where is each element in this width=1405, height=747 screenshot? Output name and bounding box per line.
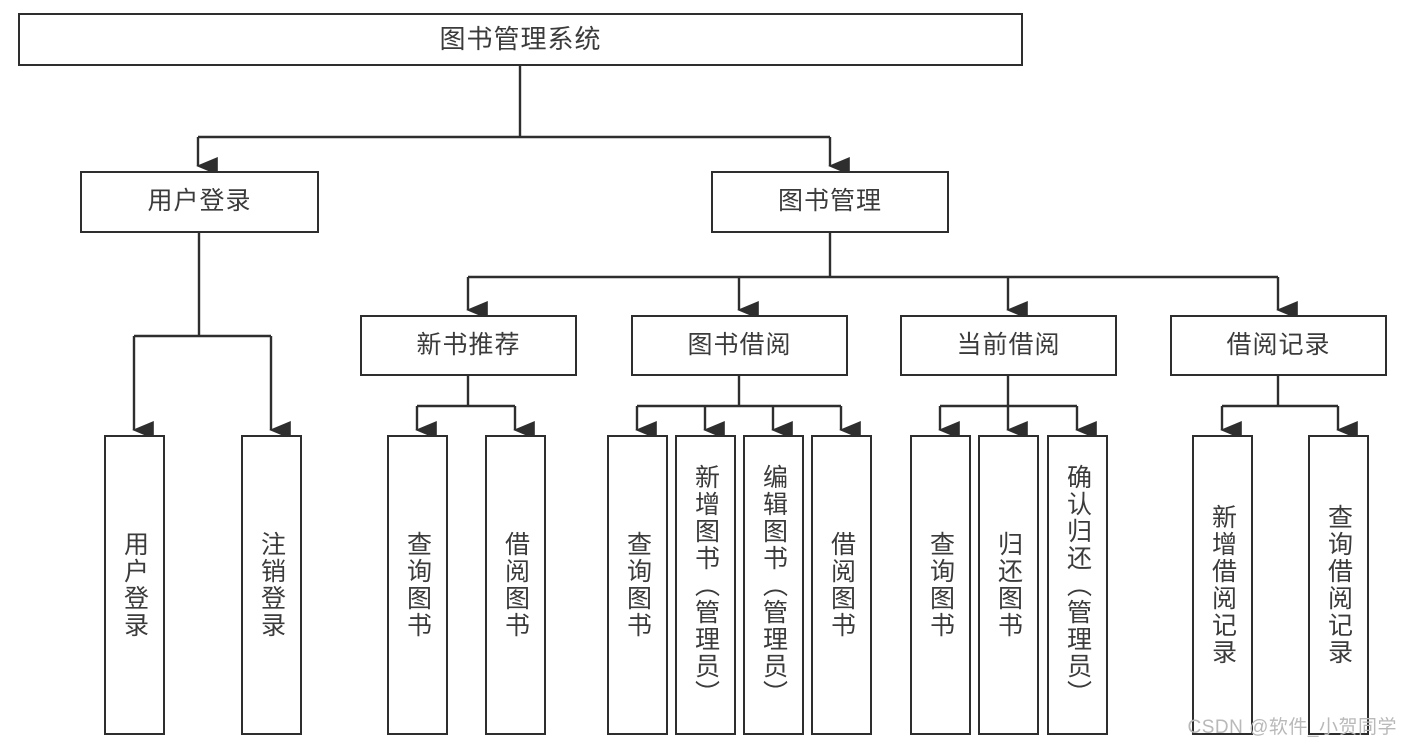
leaf-recommend-borrow-book[interactable]: 借阅图书 [485, 435, 546, 735]
node-book-management[interactable]: 图书管理 [711, 171, 949, 233]
leaf-borrow-borrow-book[interactable]: 借阅图书 [811, 435, 872, 735]
node-label: 用户登录 [120, 531, 149, 639]
leaf-borrow-edit-book-admin[interactable]: 编辑图书（管理员） [743, 435, 804, 735]
leaf-user-login-login[interactable]: 用户登录 [104, 435, 165, 735]
leaf-record-query-borrow-record[interactable]: 查询借阅记录 [1308, 435, 1369, 735]
node-label: 编辑图书（管理员） [759, 463, 788, 707]
node-label: 新增图书（管理员） [691, 463, 720, 707]
node-label: 新增借阅记录 [1208, 504, 1237, 666]
watermark-text: CSDN @软件_小贺同学 [1187, 717, 1397, 738]
node-label: 图书借阅 [687, 330, 792, 359]
node-label: 图书管理 [777, 187, 882, 216]
node-label: 查询借阅记录 [1324, 504, 1353, 666]
node-new-book-recommendation[interactable]: 新书推荐 [360, 315, 577, 376]
leaf-record-add-borrow-record[interactable]: 新增借阅记录 [1192, 435, 1253, 735]
node-label: 图书管理系统 [439, 24, 602, 55]
leaf-current-query-book[interactable]: 查询图书 [910, 435, 971, 735]
node-label: 确认归还（管理员） [1063, 463, 1092, 707]
leaf-borrow-add-book-admin[interactable]: 新增图书（管理员） [675, 435, 736, 735]
node-borrow-record[interactable]: 借阅记录 [1170, 315, 1387, 376]
node-label: 查询图书 [926, 531, 955, 639]
node-book-borrow[interactable]: 图书借阅 [631, 315, 848, 376]
node-label: 用户登录 [147, 187, 252, 216]
node-label: 借阅图书 [827, 531, 856, 639]
node-label: 当前借阅 [956, 330, 1061, 359]
node-current-borrow[interactable]: 当前借阅 [900, 315, 1117, 376]
leaf-current-return-book[interactable]: 归还图书 [978, 435, 1039, 735]
node-user-login[interactable]: 用户登录 [80, 171, 319, 233]
leaf-recommend-query-book[interactable]: 查询图书 [387, 435, 448, 735]
node-label: 查询图书 [403, 531, 432, 639]
node-root-book-management-system[interactable]: 图书管理系统 [18, 13, 1023, 66]
node-label: 归还图书 [994, 531, 1023, 639]
leaf-current-confirm-return-admin[interactable]: 确认归还（管理员） [1047, 435, 1108, 735]
node-label: 查询图书 [623, 531, 652, 639]
node-label: 注销登录 [257, 531, 286, 639]
node-label: 借阅图书 [501, 531, 530, 639]
node-label: 新书推荐 [416, 330, 521, 359]
leaf-user-login-logout[interactable]: 注销登录 [241, 435, 302, 735]
leaf-borrow-query-book[interactable]: 查询图书 [607, 435, 668, 735]
node-label: 借阅记录 [1226, 330, 1331, 359]
